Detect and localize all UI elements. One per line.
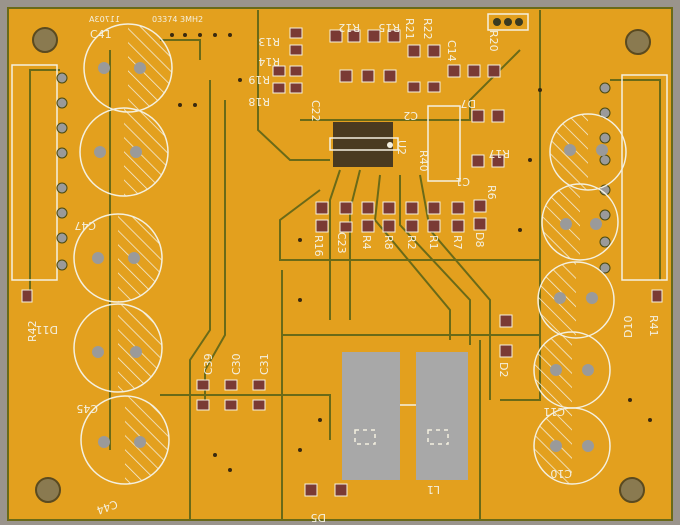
- silkscreen-label: C23: [335, 232, 348, 254]
- board-code-top: 03374 3MH2: [152, 15, 203, 24]
- silkscreen-label: C1: [455, 175, 470, 188]
- silkscreen-label: R22: [421, 18, 434, 40]
- silkscreen-label: R17: [488, 147, 510, 160]
- silkscreen-label: R7: [451, 235, 464, 250]
- silkscreen-label: R1: [427, 235, 440, 250]
- silkscreen-label: R2: [405, 235, 418, 250]
- capacitor-c44: [80, 395, 170, 485]
- silkscreen-label: R16: [312, 235, 325, 257]
- silkscreen: 11703A 03374 3MH2 C41 C47 C45 C44 C11 C1…: [26, 15, 660, 524]
- inductor-l1: [342, 352, 468, 480]
- silkscreen-label: R41: [647, 315, 660, 337]
- silkscreen-label: C39: [202, 353, 215, 375]
- capacitor-c47: [79, 107, 169, 197]
- silkscreen-label: R8: [382, 235, 395, 250]
- vias: [170, 33, 652, 472]
- silkscreen-label: L1: [427, 483, 440, 496]
- silkscreen-label: C47: [74, 219, 96, 232]
- silkscreen-label: C2: [403, 109, 418, 122]
- mounting-holes: [32, 27, 651, 503]
- silkscreen-label: D5: [311, 511, 326, 524]
- silkscreen-label: R19: [248, 73, 270, 86]
- ic-u2: [329, 122, 399, 167]
- regulator-outline: [427, 105, 461, 182]
- silkscreen-label: R18: [248, 95, 270, 108]
- smd-pads: [21, 27, 663, 497]
- silkscreen-label: C10: [550, 467, 572, 480]
- right-header: [599, 74, 668, 281]
- board-code-left: 11703A: [89, 15, 120, 24]
- silkscreen-label: R21: [403, 18, 416, 40]
- capacitor-c41: [83, 23, 173, 113]
- silkscreen-label: D2: [497, 362, 510, 377]
- top-header: [487, 13, 529, 31]
- capacitors-right: [533, 113, 627, 485]
- silkscreen-label: C11: [543, 405, 565, 418]
- capacitors-left: [73, 23, 173, 485]
- capacitor-c45: [73, 303, 163, 393]
- silkscreen-label: U2: [395, 140, 408, 155]
- silkscreen-label: R4: [360, 235, 373, 250]
- silkscreen-label: D11: [36, 323, 58, 336]
- capacitor-c46: [73, 213, 163, 303]
- silkscreen-label: R40: [417, 150, 430, 172]
- silkscreen-label: R13: [258, 35, 280, 48]
- silkscreen-label: C31: [258, 353, 271, 375]
- silkscreen-label: R14: [258, 55, 280, 68]
- silkscreen-label: R20: [487, 30, 500, 52]
- silkscreen-label: R15: [378, 21, 400, 34]
- silkscreen-label: R42: [26, 320, 39, 342]
- silkscreen-label: D8: [473, 232, 486, 247]
- silkscreen-label: R12: [338, 21, 360, 34]
- left-header: [11, 64, 68, 281]
- silkscreen-label: R6: [485, 185, 498, 200]
- silkscreen-label: C14: [445, 40, 458, 62]
- silkscreen-label: C30: [230, 353, 243, 375]
- silkscreen-label: D7: [461, 97, 476, 110]
- silkscreen-label: C41: [90, 28, 112, 41]
- silkscreen-label: C45: [76, 402, 98, 415]
- silkscreen-label: C22: [309, 100, 322, 122]
- silkscreen-label: D10: [622, 316, 635, 338]
